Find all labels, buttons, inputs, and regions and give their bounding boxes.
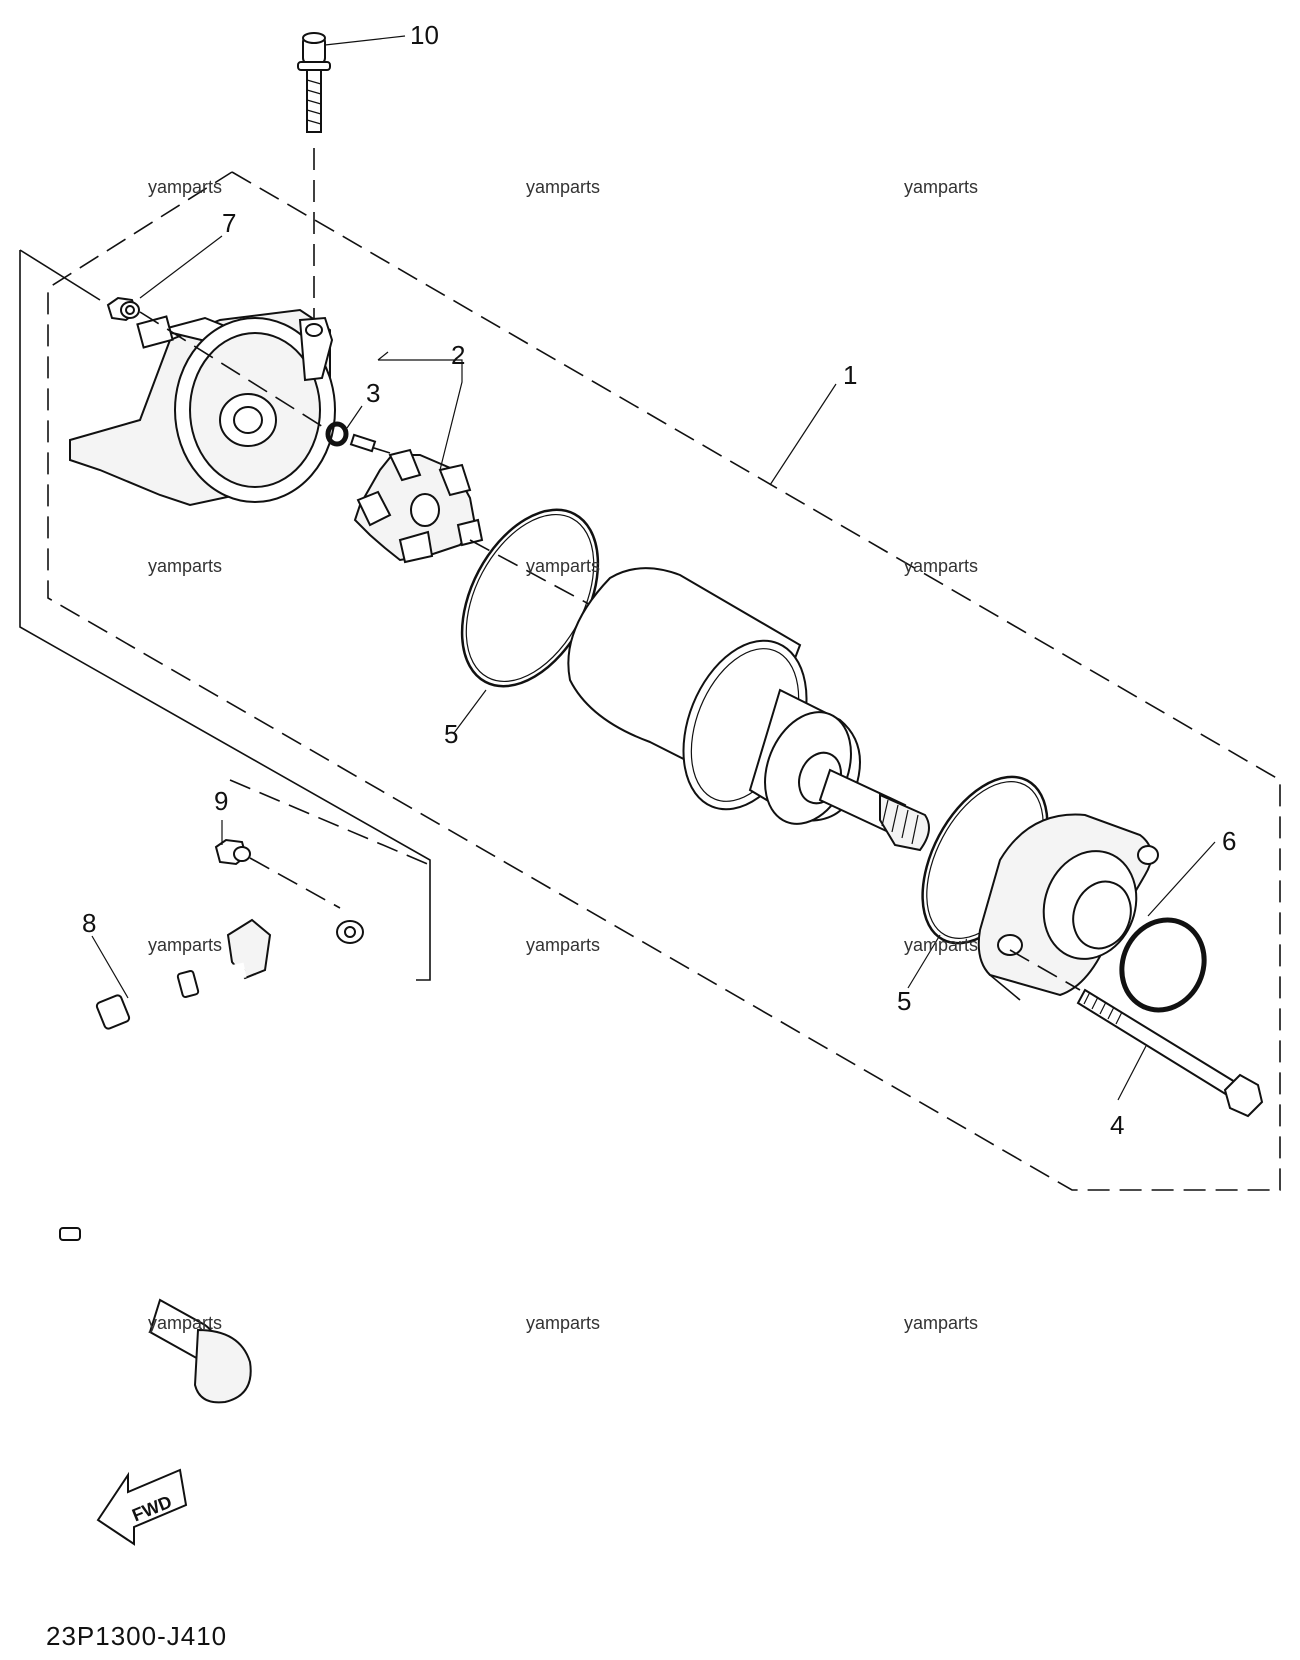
- watermark: yamparts: [148, 177, 222, 197]
- callout-6: 6: [1222, 826, 1236, 856]
- callout-5-lower: 5: [897, 986, 911, 1016]
- leadwire-frame-top: [19, 249, 101, 301]
- watermark: yamparts: [904, 556, 978, 576]
- callout-2: 2: [451, 340, 465, 370]
- callout-7: 7: [222, 208, 236, 238]
- watermark: yamparts: [148, 935, 222, 955]
- callout-3: 3: [366, 378, 380, 408]
- through-bolt-4[interactable]: [1009, 949, 1264, 1118]
- leadwire-group-dash: [229, 779, 431, 866]
- callout-9: 9: [214, 786, 228, 816]
- callout-8: 8: [82, 908, 96, 938]
- callout-10: 10: [410, 20, 439, 50]
- motor-yoke[interactable]: [567, 567, 930, 852]
- lead-wire-8[interactable]: [59, 918, 364, 1404]
- drawing-code: 23P1300-J410: [46, 1621, 227, 1651]
- nut-7-axis: [139, 311, 329, 431]
- watermark: yamparts: [526, 177, 600, 197]
- watermark: yamparts: [904, 177, 978, 197]
- bolt-10[interactable]: [297, 32, 331, 133]
- callout-4: 4: [1110, 1110, 1124, 1140]
- rear-cover[interactable]: [977, 813, 1159, 1001]
- watermark: yamparts: [526, 935, 600, 955]
- watermark: yamparts: [148, 556, 222, 576]
- brush-holder-2[interactable]: [349, 433, 484, 564]
- leadwire-group-frame: [19, 250, 431, 981]
- callout-1: 1: [843, 360, 857, 390]
- leader-lines: [91, 35, 1216, 1101]
- watermark: yamparts: [904, 1313, 978, 1333]
- watermark: yamparts: [904, 935, 978, 955]
- nut-7[interactable]: [106, 296, 140, 322]
- watermark: yamparts: [526, 1313, 600, 1333]
- assembly-boundary-outer: [47, 171, 1281, 1191]
- o-ring-6[interactable]: [1107, 906, 1218, 1023]
- fwd-arrow: FWD: [96, 1468, 188, 1546]
- nut-9[interactable]: [214, 838, 251, 866]
- o-ring-3[interactable]: [325, 421, 349, 447]
- callout-5-upper: 5: [444, 719, 458, 749]
- brush-axis: [469, 539, 601, 611]
- front-cover-bracket[interactable]: [69, 308, 336, 507]
- watermark: yamparts: [148, 1313, 222, 1333]
- watermark: yamparts: [526, 556, 600, 576]
- nut-9-axis: [249, 857, 341, 909]
